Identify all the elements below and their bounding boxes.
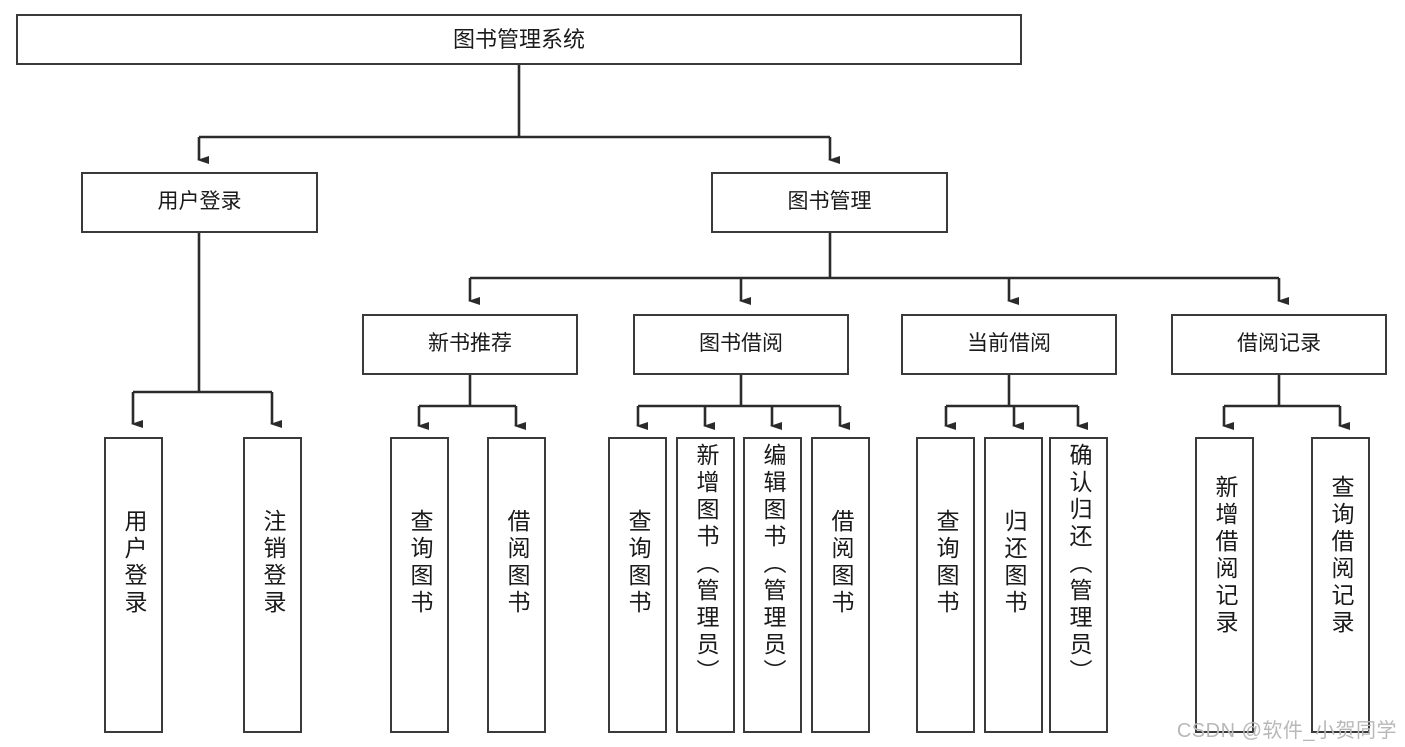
node-book-borrow[interactable]: 图书借阅 — [633, 314, 849, 375]
leaf-edit-book-admin[interactable]: 编辑图书（管理员） — [743, 437, 802, 733]
node-label: 借阅图书 — [828, 509, 854, 617]
node-label: 注销登录 — [260, 509, 286, 617]
leaf-query-borrow-record[interactable]: 查询借阅记录 — [1311, 437, 1370, 733]
node-borrow-record[interactable]: 借阅记录 — [1171, 314, 1387, 375]
leaf-borrow-book[interactable]: 借阅图书 — [811, 437, 870, 733]
node-root-book-management-system[interactable]: 图书管理系统 — [16, 14, 1022, 65]
leaf-query-book-current[interactable]: 查询图书 — [916, 437, 975, 733]
node-label: 图书借阅 — [699, 332, 783, 356]
leaf-return-book[interactable]: 归还图书 — [984, 437, 1043, 733]
node-label: 图书管理 — [787, 190, 872, 214]
leaf-add-borrow-record[interactable]: 新增借阅记录 — [1195, 437, 1254, 733]
node-label: 查询图书 — [407, 509, 433, 617]
node-label: 归还图书 — [1001, 509, 1027, 617]
node-label: 新增图书（管理员） — [693, 443, 719, 686]
leaf-borrow-book-recommend[interactable]: 借阅图书 — [487, 437, 546, 733]
node-label: 新增借阅记录 — [1212, 475, 1238, 637]
leaf-query-book-recommend[interactable]: 查询图书 — [390, 437, 449, 733]
node-label: 确认归还（管理员） — [1066, 443, 1092, 686]
leaf-add-book-admin[interactable]: 新增图书（管理员） — [676, 437, 735, 733]
node-current-borrow[interactable]: 当前借阅 — [901, 314, 1117, 375]
node-label: 用户登录 — [157, 190, 242, 214]
node-book-management[interactable]: 图书管理 — [711, 172, 948, 233]
node-label: 查询图书 — [933, 509, 959, 617]
node-label: 图书管理系统 — [452, 26, 585, 52]
csdn-watermark: CSDN @软件_小贺同学 — [1176, 720, 1397, 742]
node-label: 查询图书 — [625, 509, 651, 617]
leaf-user-login[interactable]: 用户登录 — [104, 437, 163, 733]
node-label: 借阅记录 — [1237, 332, 1321, 356]
leaf-query-book-borrow[interactable]: 查询图书 — [608, 437, 667, 733]
leaf-logout-login[interactable]: 注销登录 — [243, 437, 302, 733]
node-label: 当前借阅 — [967, 332, 1051, 356]
node-new-book-recommend[interactable]: 新书推荐 — [362, 314, 578, 375]
node-label: 新书推荐 — [428, 332, 512, 356]
node-label: 查询借阅记录 — [1328, 475, 1354, 637]
node-user-login[interactable]: 用户登录 — [81, 172, 318, 233]
node-label: 借阅图书 — [504, 509, 530, 617]
node-label: 用户登录 — [121, 509, 147, 617]
node-label: 编辑图书（管理员） — [760, 443, 786, 686]
leaf-confirm-return-admin[interactable]: 确认归还（管理员） — [1049, 437, 1108, 733]
